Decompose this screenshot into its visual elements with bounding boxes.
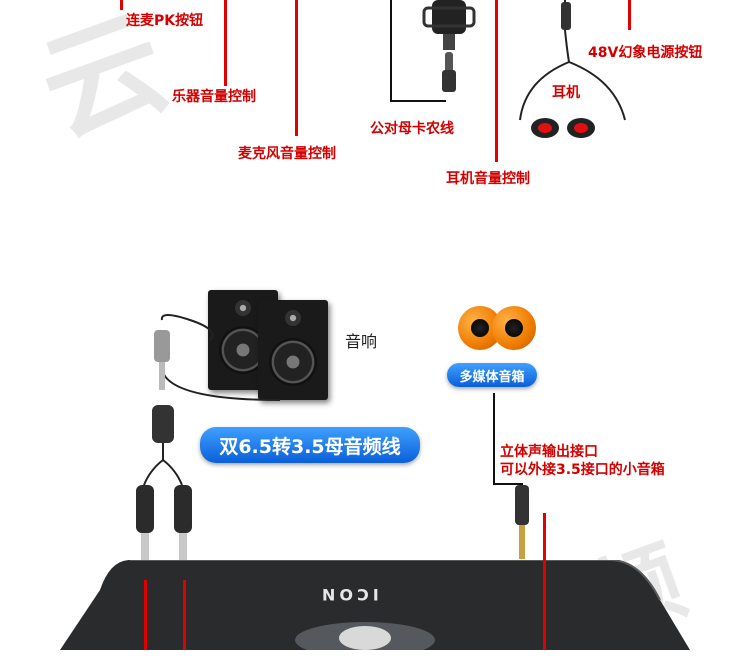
tweeter-icon [235, 300, 251, 316]
dual-cable-badge: 双6.5转3.5母音频线 [200, 427, 420, 463]
device-line-left-1 [144, 580, 147, 650]
pk-button-label: 连麦PK按钮 [126, 13, 204, 29]
device-line-right [543, 513, 546, 650]
headphone-volume-label: 耳机音量控制 [446, 171, 530, 187]
audio-interface-device [60, 560, 690, 650]
mic-volume-label: 麦克风音量控制 [238, 146, 336, 162]
audio-cable-icon [136, 314, 280, 561]
stereo-out-line2: 可以外接3.5接口的小音箱 [500, 462, 665, 478]
woofer-icon [269, 338, 317, 386]
multimedia-speaker-label: 多媒体音箱 [459, 369, 525, 385]
headphones-label: 耳机 [552, 85, 580, 101]
microphone-icon [422, 0, 476, 92]
multimedia-speaker-badge: 多媒体音箱 [447, 363, 537, 387]
instrument-line [224, 0, 227, 86]
stereo-frame-horizontal [493, 483, 523, 485]
speakers-label: 音响 [345, 332, 378, 351]
stereo-jack-icon [515, 485, 529, 559]
speaker-right [258, 300, 328, 400]
pk-line [120, 0, 123, 10]
instrument-volume-label: 乐器音量控制 [172, 89, 256, 105]
phantom-line [628, 0, 631, 30]
mic-line [295, 0, 298, 136]
dual-cable-label: 双6.5转3.5母音频线 [219, 435, 401, 458]
headphone-vol-line [495, 0, 498, 162]
xlr-frame-left [390, 0, 392, 100]
xlr-cable-label: 公对母卡农线 [370, 121, 454, 137]
stereo-output-label: 立体声输出接口 可以外接3.5接口的小音箱 [500, 443, 665, 479]
tweeter-icon [285, 310, 301, 326]
stereo-frame-vertical [493, 393, 495, 483]
device-brand-logo: ICON [318, 585, 379, 604]
speaker-ball-right [492, 306, 536, 350]
phantom-power-label: 48V幻象电源按钮 [588, 45, 703, 61]
xlr-frame-bottom [390, 100, 446, 102]
device-line-left-2 [183, 580, 186, 650]
headphones-icon [519, 0, 626, 138]
stereo-out-line1: 立体声输出接口 [500, 444, 598, 460]
